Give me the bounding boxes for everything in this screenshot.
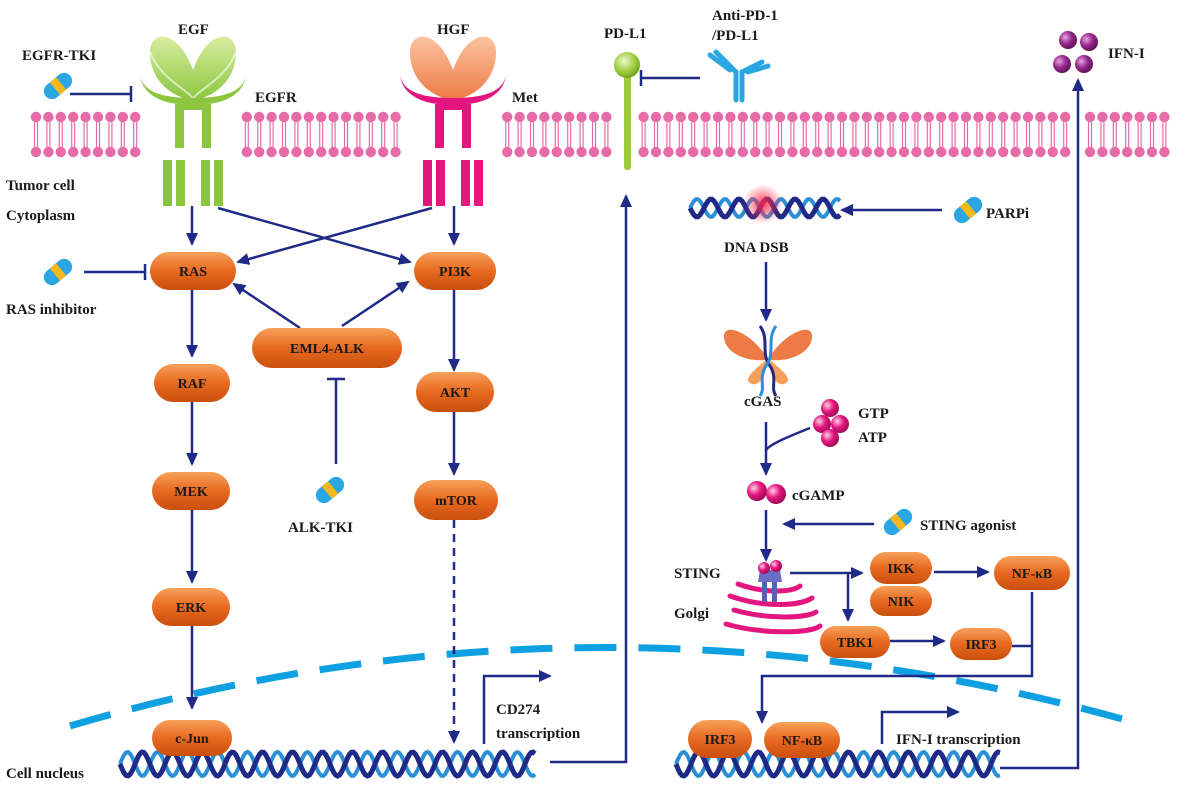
node-irf3-bottom: IRF3 xyxy=(688,720,752,758)
alk-tki-drug-icon xyxy=(312,473,348,507)
ras-inhibitor-drug-icon xyxy=(40,255,76,289)
arrow-egfr-pi3k xyxy=(217,206,412,265)
cell-membrane xyxy=(30,111,1170,158)
egfr-tki-drug-icon xyxy=(40,69,76,103)
label-hgf: HGF xyxy=(437,22,470,38)
label-ifn1: IFN-I xyxy=(1108,46,1145,62)
node-raf: RAF xyxy=(154,364,230,402)
parpi-drug-icon xyxy=(950,193,986,227)
svg-text:c-Jun: c-Jun xyxy=(175,732,209,747)
label-egfr-tki: EGFR-TKI xyxy=(22,48,96,64)
label-met: Met xyxy=(512,90,538,106)
arrow-gtp-join xyxy=(764,426,811,451)
svg-text:NF-κB: NF-κB xyxy=(1012,567,1052,582)
cgamp-molecule-icon xyxy=(747,481,786,504)
node-eml4alk: EML4-ALK xyxy=(252,328,402,368)
arrow-nfkb-nucleus xyxy=(756,592,1034,724)
node-tbk1: TBK1 xyxy=(820,626,890,658)
svg-text:EML4-ALK: EML4-ALK xyxy=(290,342,364,357)
label-ras-inhibitor: RAS inhibitor xyxy=(6,302,97,318)
label-golgi: Golgi xyxy=(674,606,709,622)
node-cjun: c-Jun xyxy=(152,720,232,756)
label-sting: STING xyxy=(674,566,721,582)
label-cgamp: cGAMP xyxy=(792,488,844,504)
ifn-molecules-icon xyxy=(1053,31,1098,73)
sting-agonist-drug-icon xyxy=(880,505,916,539)
svg-text:IKK: IKK xyxy=(887,562,914,577)
antibody-icon xyxy=(707,49,771,103)
nuclear-envelope xyxy=(69,644,1141,730)
svg-text:RAF: RAF xyxy=(178,377,207,392)
node-ikk: IKK xyxy=(870,552,932,584)
svg-text:RAS: RAS xyxy=(179,265,207,280)
node-nik: NIK xyxy=(870,586,932,616)
label-parpi: PARPi xyxy=(986,206,1029,222)
svg-text:PI3K: PI3K xyxy=(439,265,471,280)
egfr-receptor xyxy=(140,36,246,206)
sting-golgi-icon xyxy=(723,560,823,635)
svg-text:IRF3: IRF3 xyxy=(704,733,735,748)
node-mtor: mTOR xyxy=(414,480,498,520)
node-nfkb-bottom: NF-κB xyxy=(764,722,840,758)
met-receptor xyxy=(400,36,506,206)
cgas-enzyme-icon xyxy=(723,325,813,397)
svg-text:NIK: NIK xyxy=(888,595,915,610)
label-sting-agonist: STING agonist xyxy=(920,518,1016,534)
node-pi3k: PI3K xyxy=(414,252,496,290)
svg-text:mTOR: mTOR xyxy=(435,494,478,509)
node-irf3-top: IRF3 xyxy=(950,628,1012,660)
label-cell-nucleus: Cell nucleus xyxy=(6,766,84,782)
node-mek: MEK xyxy=(152,472,230,510)
label-cd274-line1: CD274 xyxy=(496,702,541,718)
arrow-ifn-out xyxy=(1000,78,1084,770)
label-egfr: EGFR xyxy=(255,90,297,106)
node-erk: ERK xyxy=(152,588,230,626)
label-gtp: GTP xyxy=(858,406,889,422)
dsb-glow xyxy=(743,184,783,224)
label-anti-pd1-line1: Anti-PD-1 xyxy=(712,8,778,24)
label-alk-tki: ALK-TKI xyxy=(288,520,353,536)
svg-text:IRF3: IRF3 xyxy=(965,638,996,653)
svg-text:ERK: ERK xyxy=(176,601,206,616)
svg-text:TBK1: TBK1 xyxy=(837,636,874,651)
label-tumor-cell: Tumor cell xyxy=(6,178,75,194)
node-ras: RAS xyxy=(150,252,236,290)
label-dna-dsb: DNA DSB xyxy=(724,240,789,256)
label-pdl1: PD-L1 xyxy=(604,26,647,42)
label-ifn-transcription: IFN-I transcription xyxy=(896,732,1021,748)
svg-text:AKT: AKT xyxy=(440,386,471,401)
label-cgas: cGAS xyxy=(744,394,782,410)
ifn-transcription-arrow xyxy=(880,706,960,744)
label-cytoplasm: Cytoplasm xyxy=(6,208,76,224)
label-atp: ATP xyxy=(858,430,887,446)
arrow-met-ras xyxy=(236,206,433,265)
arrow-eml4alk-pi3k xyxy=(341,280,410,328)
label-egf: EGF xyxy=(178,22,209,38)
node-nfkb-top: NF-κB xyxy=(994,556,1070,590)
arrow-eml4alk-ras xyxy=(232,282,301,330)
gtp-atp-molecules-icon xyxy=(813,399,849,447)
pdl1-protein xyxy=(614,52,640,170)
cd274-transcription-arrow xyxy=(482,670,552,744)
label-cd274-line2: transcription xyxy=(496,726,581,742)
node-akt: AKT xyxy=(416,372,494,412)
svg-text:MEK: MEK xyxy=(174,485,208,500)
svg-text:NF-κB: NF-κB xyxy=(782,734,822,749)
label-anti-pd1-line2: /PD-L1 xyxy=(711,28,759,44)
cd274-to-pdl1-arrow xyxy=(550,194,632,764)
